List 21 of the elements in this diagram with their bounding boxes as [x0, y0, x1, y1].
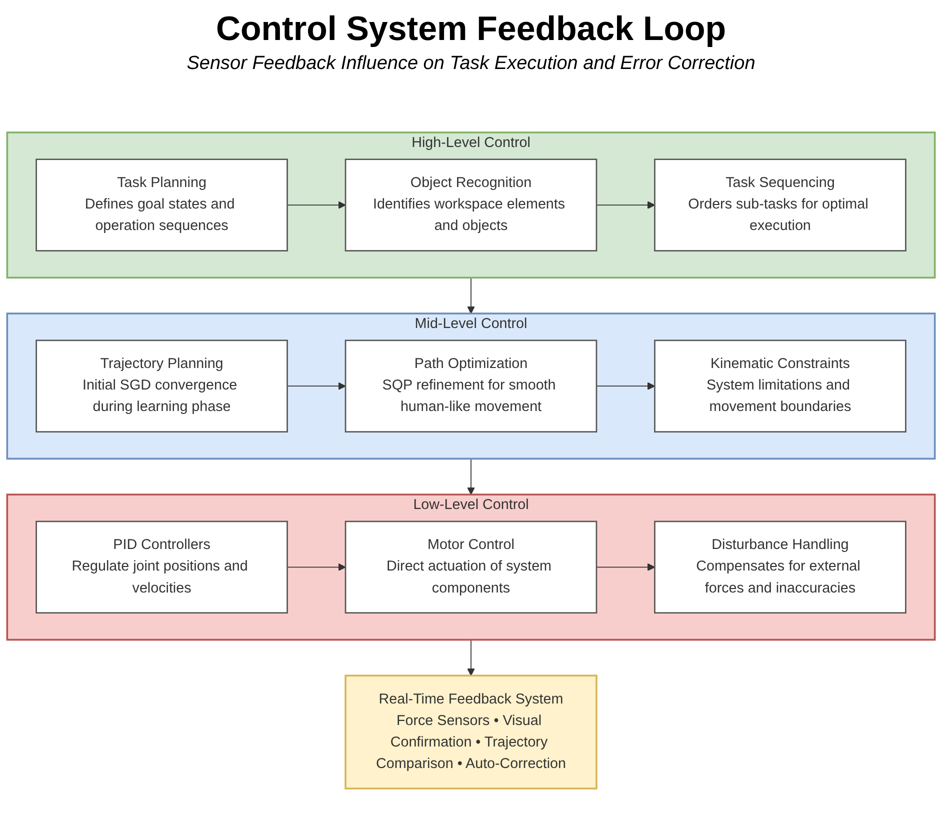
node-box: Task Planning Defines goal states and operation sequences [36, 158, 288, 252]
node-box: PID Controllers Regulate joint positions and velocities [36, 520, 288, 614]
arrow [596, 382, 656, 390]
node-box: Path Optimization SQP refinement for smooth human-like movement [344, 340, 598, 432]
arrow [286, 382, 346, 390]
diagram-subtitle: Sensor Feedback Influence on Task Execution and Error Correction [186, 53, 756, 75]
arrow [467, 277, 475, 314]
arrow [596, 201, 656, 209]
arrow [286, 563, 346, 572]
node-box: Kinematic Constraints System limitations and movement boundaries [654, 340, 906, 432]
diagram-title: Control System Feedback Loop [216, 10, 726, 49]
arrow [286, 201, 346, 209]
node-box: Disturbance Handling Compensates for external forces and inaccuracies [654, 520, 906, 614]
node-box: Task Sequencing Orders sub-tasks for optimal execution [654, 158, 906, 252]
node-box: Object Recognition Identifies workspace elements and objects [344, 158, 598, 252]
arrow [467, 458, 475, 495]
arrow [467, 639, 475, 676]
arrow [596, 563, 656, 572]
node-box: Motor Control Direct actuation of system components [344, 520, 598, 614]
node-box: Trajectory Planning Initial SGD convergence during learning phase [36, 340, 288, 432]
node-box: Real-Time Feedback System Force Sensors • Visual Confirmation • Trajectory Comparison • Auto-Correction [344, 674, 598, 790]
